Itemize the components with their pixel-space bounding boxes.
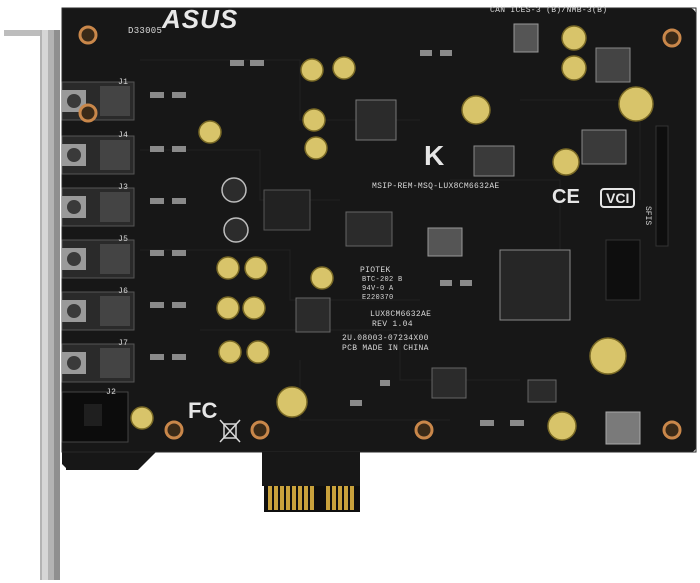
fcc-mark: FC — [188, 398, 218, 423]
audio-jack — [61, 81, 135, 121]
jack-label: J1 — [118, 78, 129, 87]
jack-label: J6 — [118, 287, 129, 296]
mounting-bracket — [4, 30, 60, 580]
compliance-text: CAN ICES-3 (B)/NMB-3(B) — [490, 6, 608, 15]
part-number-label: 2U.08003-07234X00 — [342, 334, 429, 343]
pcie-gold-fingers — [262, 452, 360, 512]
audio-jack — [61, 187, 135, 227]
kc-mark: K — [424, 140, 445, 171]
electrolytic-capacitors — [130, 25, 654, 441]
sfis-label: SFIS — [643, 206, 652, 226]
audio-jack-stack — [61, 81, 135, 443]
pcb-code-3: E220370 — [362, 294, 394, 302]
jack-label: J4 — [118, 131, 129, 140]
jack-label: J5 — [118, 235, 129, 244]
serial-label: D33005 — [128, 26, 163, 36]
pcb-code-1: BTC-202 B — [362, 276, 403, 284]
model-certification-line: MSIP-REM-MSQ-LUX8CM6632AE — [372, 182, 500, 191]
black-capacitors — [221, 177, 249, 243]
vci-mark: VCI — [600, 188, 636, 208]
jack-label: J3 — [118, 183, 129, 192]
ic-chips — [263, 23, 669, 445]
jack-label: J7 — [118, 339, 129, 348]
audio-jack — [61, 135, 135, 175]
board-revision-label: REV 1.04 — [372, 320, 413, 329]
spdif-label: J2 — [106, 388, 117, 397]
mounting-holes — [78, 25, 682, 440]
pcb-code-2: 94V-0 A — [362, 285, 394, 293]
ce-mark: CE — [552, 186, 580, 208]
audio-jack — [61, 291, 135, 331]
pcb-maker-label: PIOTEK — [360, 266, 391, 275]
smd-components — [150, 50, 524, 426]
brand-logo: ASUS — [162, 4, 239, 34]
made-in-label: PCB MADE IN CHINA — [342, 344, 429, 353]
weee-recycle-symbol — [219, 419, 241, 443]
audio-jack — [61, 343, 135, 383]
spdif-port — [61, 391, 129, 443]
board-model-label: LUX8CM6632AE — [370, 310, 432, 319]
audio-jack — [61, 239, 135, 279]
